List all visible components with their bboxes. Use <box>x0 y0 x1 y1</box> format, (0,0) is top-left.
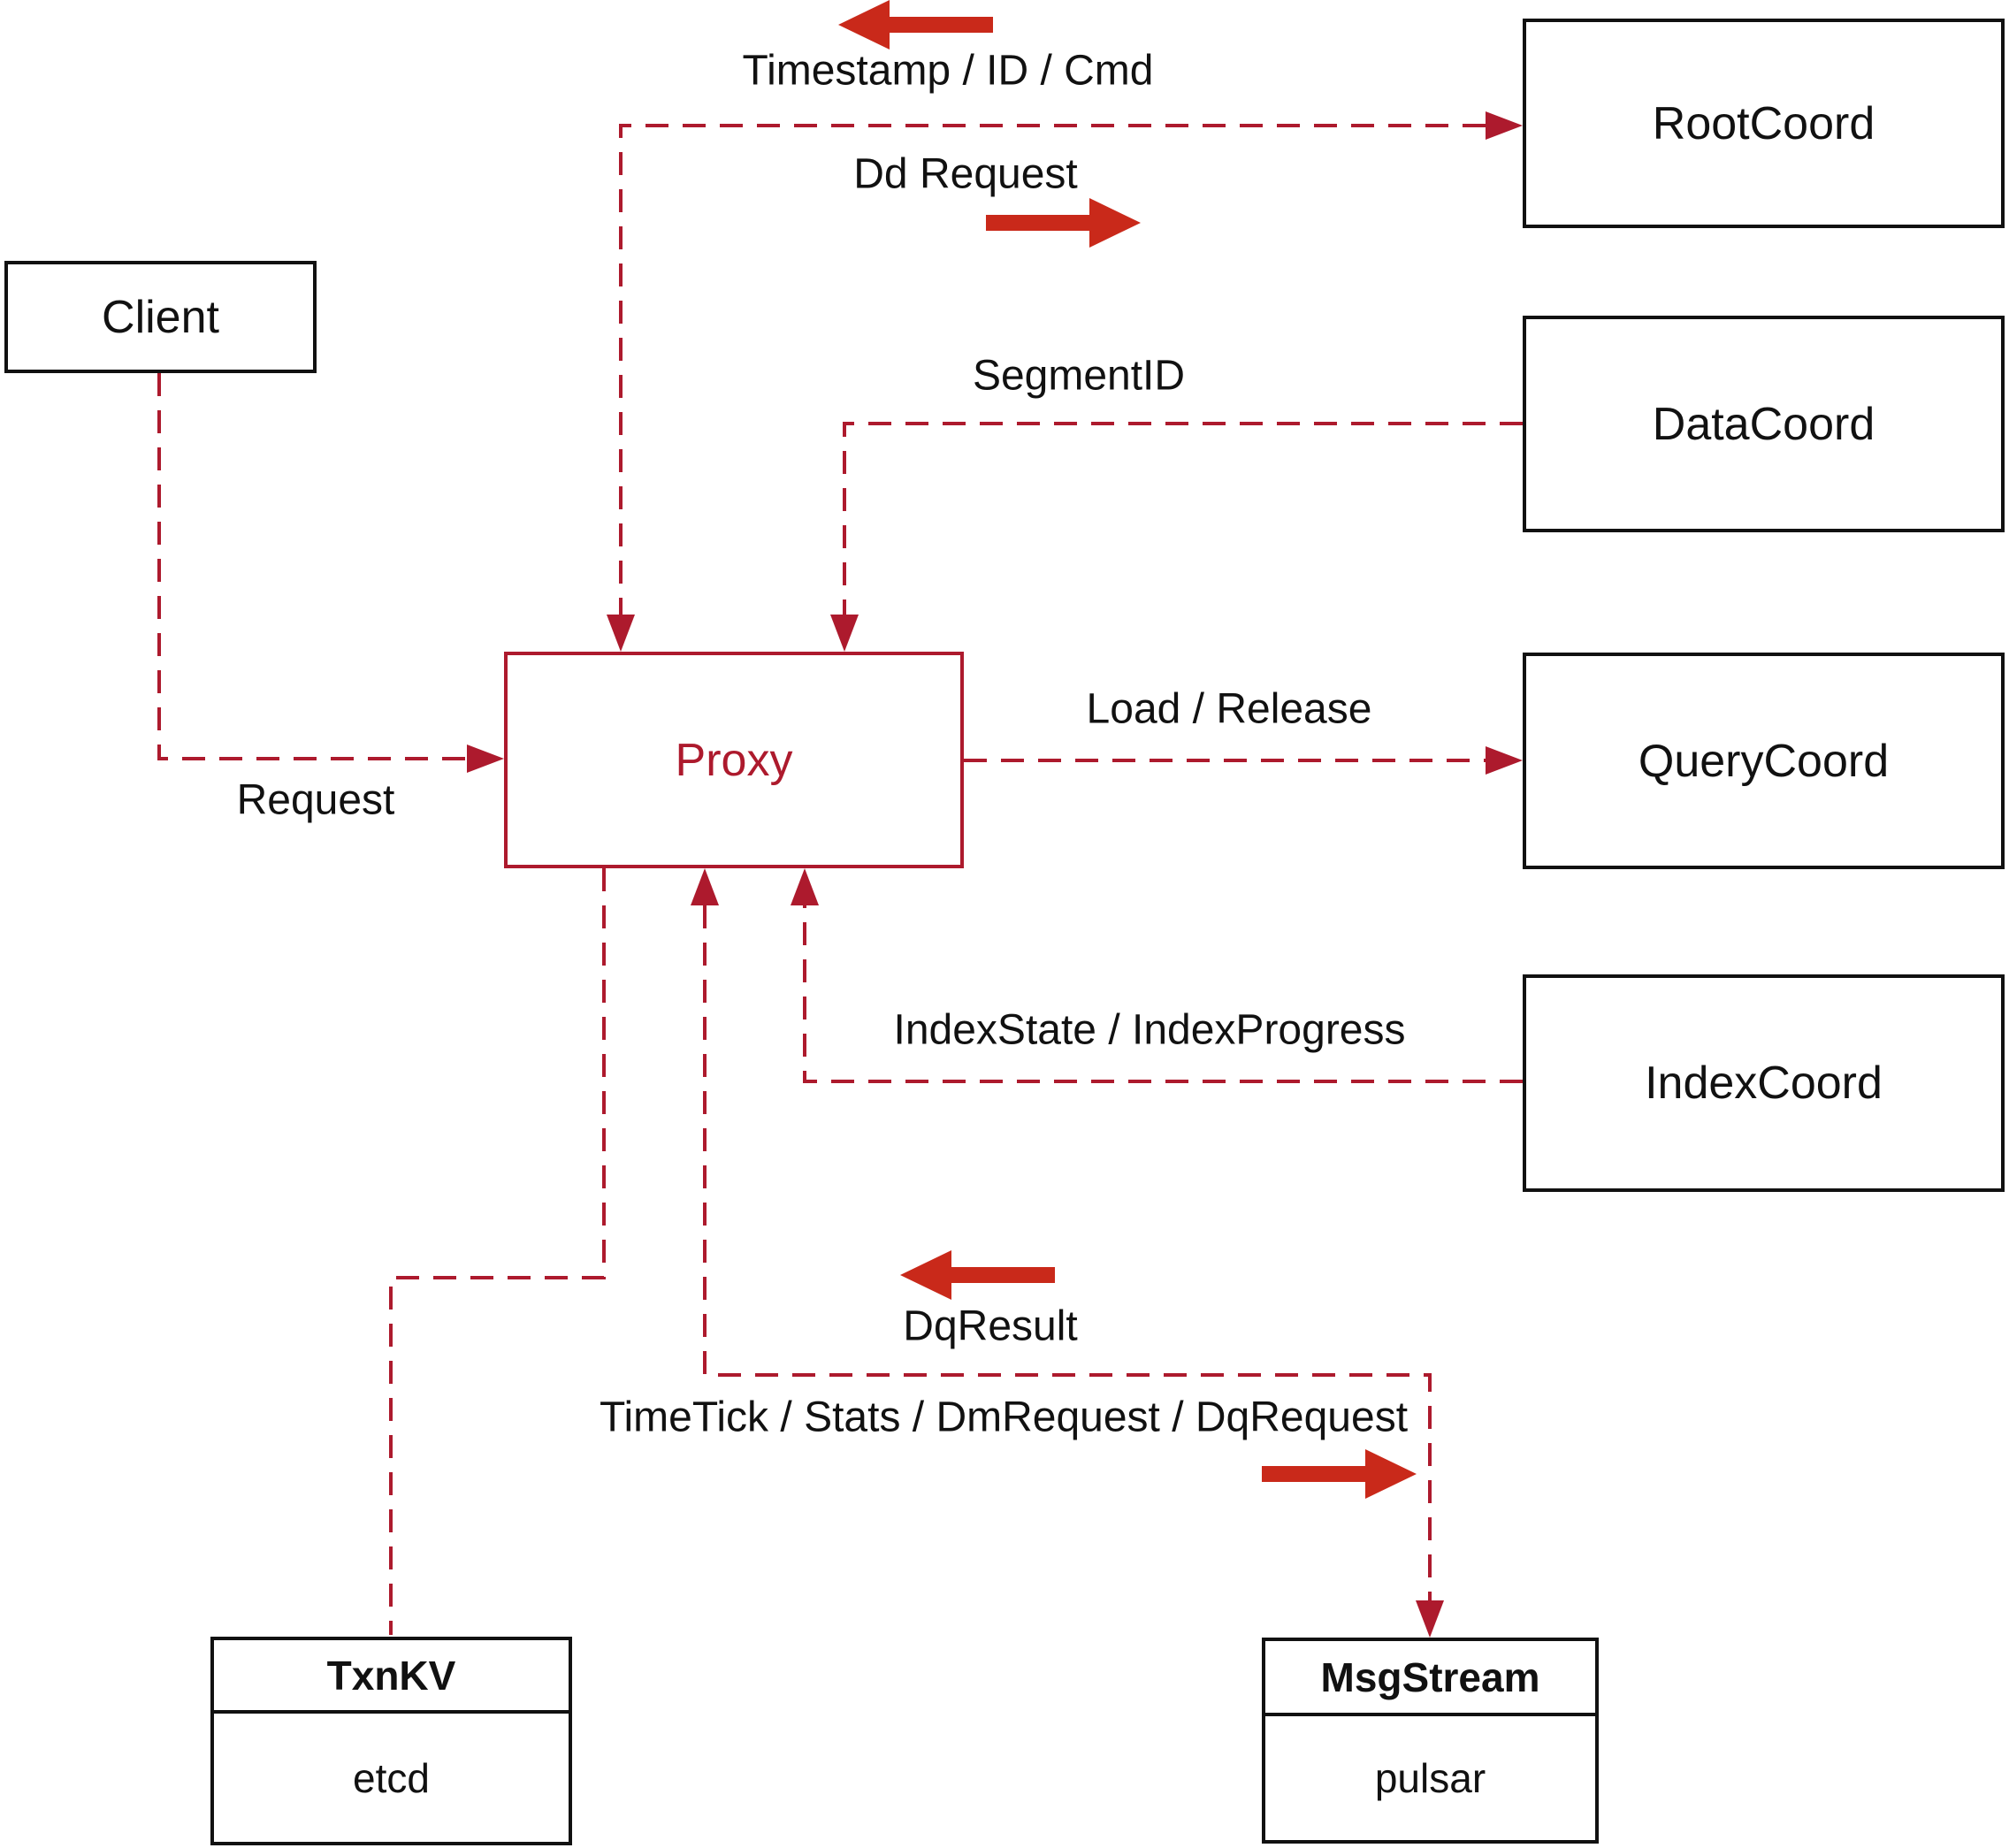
arrowhead-into-proxy-left <box>467 745 504 773</box>
rootcoord-label: RootCoord <box>1652 97 1875 149</box>
timestamp-direction-arrow-left-icon <box>838 0 993 50</box>
arrowhead-into-querycoord <box>1486 746 1523 775</box>
client-label: Client <box>102 291 219 343</box>
arrowhead-into-proxy-bottom-right <box>791 868 819 905</box>
label-index-state: IndexState / IndexProgress <box>893 1006 1406 1054</box>
edge-proxy-msgstream <box>703 905 1432 1600</box>
datacoord-label: DataCoord <box>1652 398 1875 450</box>
querycoord-label: QueryCoord <box>1638 735 1890 787</box>
msgstream-node: MsgStream pulsar <box>1262 1638 1599 1844</box>
edge-proxy-txnkv <box>389 868 606 1635</box>
arrowhead-into-proxy-bottom-left <box>691 868 719 905</box>
txnkv-subtitle-text: etcd <box>353 1754 430 1801</box>
edge-indexcoord-proxy <box>803 905 1523 1083</box>
label-dd-request: Dd Request <box>853 150 1078 198</box>
rootcoord-node: RootCoord <box>1523 19 2005 228</box>
dd-request-direction-arrow-right-icon <box>986 198 1141 248</box>
dq-result-direction-arrow-left-icon <box>900 1250 1055 1300</box>
txnkv-title-text: TxnKV <box>326 1652 456 1699</box>
arrowhead-into-rootcoord <box>1486 111 1523 140</box>
label-dq-result: DqResult <box>903 1302 1078 1350</box>
msgstream-title-text: MsgStream <box>1320 1653 1540 1700</box>
msgstream-title: MsgStream <box>1265 1641 1595 1716</box>
indexcoord-label: IndexCoord <box>1645 1058 1883 1109</box>
arrowhead-into-proxy-top-right <box>830 615 859 652</box>
label-timestamp-id-cmd: Timestamp / ID / Cmd <box>742 47 1154 95</box>
proxy-node: Proxy <box>504 652 964 868</box>
label-load-release: Load / Release <box>1086 685 1372 733</box>
proxy-label: Proxy <box>675 734 793 786</box>
arrowhead-into-msgstream <box>1416 1600 1444 1638</box>
edge-datacoord-proxy <box>843 422 1523 615</box>
edge-proxy-rootcoord <box>619 124 1486 615</box>
label-segment-id: SegmentID <box>972 352 1186 400</box>
edge-client-proxy <box>157 373 467 760</box>
client-node: Client <box>4 261 317 373</box>
txnkv-title: TxnKV <box>214 1640 569 1714</box>
msgstream-subtitle: pulsar <box>1265 1716 1595 1840</box>
label-time-tick: TimeTick / Stats / DmRequest / DqRequest <box>599 1394 1409 1441</box>
msgstream-subtitle-text: pulsar <box>1374 1755 1486 1801</box>
querycoord-node: QueryCoord <box>1523 653 2005 869</box>
arrowhead-into-proxy-top-left <box>607 615 635 652</box>
datacoord-node: DataCoord <box>1523 316 2005 532</box>
label-request: Request <box>236 776 395 824</box>
txnkv-node: TxnKV etcd <box>210 1637 572 1845</box>
timetick-direction-arrow-right-icon <box>1262 1449 1417 1499</box>
indexcoord-node: IndexCoord <box>1523 974 2005 1192</box>
txnkv-subtitle: etcd <box>214 1714 569 1842</box>
